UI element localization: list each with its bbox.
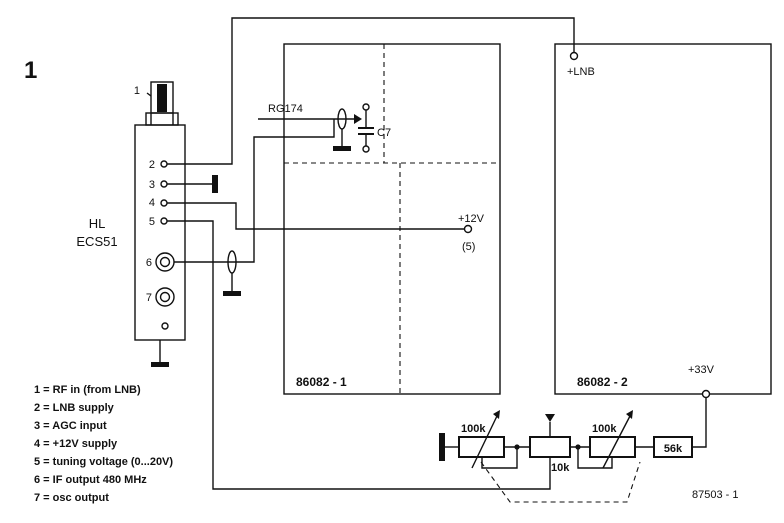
pin7-label: 7: [146, 292, 152, 304]
pot2-body: [589, 436, 636, 458]
cable-label: RG174: [268, 103, 303, 115]
pot2-arrow: [602, 415, 631, 469]
legend-item: 6 = IF output 480 MHz: [34, 474, 147, 486]
v33-terminal: [701, 389, 711, 399]
pin-legend: 1 = RF in (from LNB) 2 = LNB supply 3 = …: [34, 384, 173, 504]
coax-ground-pin6: [223, 291, 241, 296]
lnb-supply-wire: [167, 17, 575, 165]
pin4-label: 4: [149, 197, 155, 209]
pin4-terminal: [160, 199, 168, 207]
module-ecs51-body: [134, 124, 186, 341]
board-86082-2: [554, 43, 772, 395]
pin3-label: 3: [149, 179, 155, 191]
pot-center-body: [529, 436, 571, 458]
pot-center-label: 10k: [551, 462, 570, 474]
legend-item: 5 = tuning voltage (0...20V): [34, 456, 173, 468]
network-ground: [439, 433, 445, 461]
legend-item: 4 = +12V supply: [34, 438, 118, 450]
board1-label: 86082 - 1: [296, 375, 347, 389]
rf-connector: [150, 81, 174, 114]
pin6-socket: [155, 252, 175, 272]
tuning-voltage-wire: [167, 220, 551, 490]
coax-ground-c7: [333, 146, 351, 151]
figure-number: 1: [24, 57, 37, 84]
module-case-terminal: [161, 322, 169, 330]
module-name-line2: ECS51: [76, 234, 117, 249]
capacitor-label: C7: [377, 127, 391, 139]
v12-supply-wire: [167, 202, 464, 230]
board2-label: 86082 - 2: [577, 375, 628, 389]
resistor-label: 56k: [664, 443, 683, 455]
c7-terminal-bottom: [362, 145, 370, 153]
pot2-wiper-link: [577, 447, 613, 469]
pot1-label: 100k: [461, 423, 486, 435]
pin1-leader: [146, 92, 152, 97]
v12-pin-label: (5): [462, 241, 475, 253]
lnb-terminal: [569, 51, 579, 61]
c7-terminal-top: [362, 103, 370, 111]
pin3-ground: [212, 175, 218, 193]
legend-item: 1 = RF in (from LNB): [34, 384, 141, 396]
legend-item: 2 = LNB supply: [34, 402, 115, 414]
legend-item: 3 = AGC input: [34, 420, 107, 432]
v33-wire: [692, 398, 707, 448]
figure-code: 87503 - 1: [692, 489, 738, 501]
module-name-line1: HL: [89, 216, 106, 231]
pot1-arrow: [471, 415, 498, 469]
pin5-label: 5: [149, 216, 155, 228]
rg174-arrow: [354, 114, 362, 124]
pin6-label: 6: [146, 257, 152, 269]
pin5-terminal: [160, 217, 168, 225]
pin1-label: 1: [134, 85, 140, 97]
v12-label: +12V: [458, 213, 485, 225]
pot2-label: 100k: [592, 423, 617, 435]
if-output-cable: [174, 119, 335, 263]
pin7-socket: [155, 287, 175, 307]
pin2-label: 2: [149, 159, 155, 171]
module-ground: [151, 362, 169, 367]
pin2-terminal: [160, 160, 168, 168]
legend-item: 7 = osc output: [34, 492, 109, 504]
v12-terminal: [463, 224, 473, 234]
board-86082-1: [283, 43, 501, 395]
pot-center-wiper: [545, 414, 555, 422]
v33-label: +33V: [688, 364, 715, 376]
pin3-terminal: [160, 180, 168, 188]
lnb-label: +LNB: [567, 66, 595, 78]
